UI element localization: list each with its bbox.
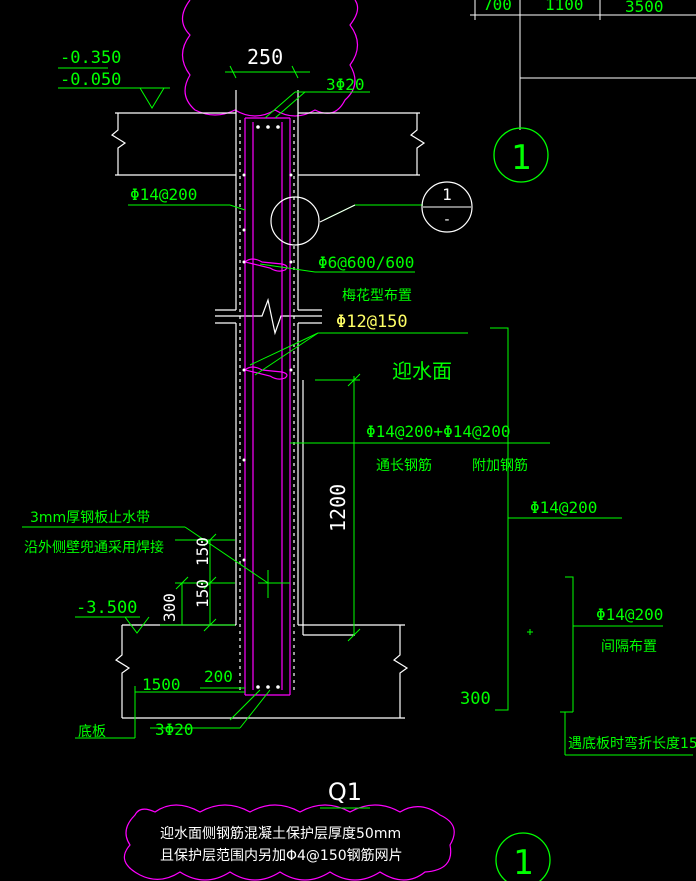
cloud-note-line-2: 且保护层范围内另加Φ4@150钢筋网片 [160, 847, 403, 864]
label-slab: 底板 [78, 724, 106, 740]
dim-300-left: 300 [160, 593, 179, 622]
label-tie: Φ6@600/600 [318, 253, 414, 272]
label-interval-bars: Φ14@200 [596, 605, 663, 624]
label-interval-note: 间隔布置 [601, 639, 657, 655]
detail-sheet: - [443, 212, 451, 228]
label-water-face: 迎水面 [392, 359, 452, 383]
dim-height: 1200 [326, 484, 350, 532]
note-waterstop-2: 沿外侧壁兜通采用焊接 [24, 539, 164, 556]
label-outer-right: Φ14@200 [530, 498, 597, 517]
drawing-title: Q1 [328, 778, 362, 806]
detail-leader [319, 204, 356, 223]
rebar-cage [243, 117, 291, 696]
label-top-bars: 3Φ20 [326, 75, 365, 94]
label-bend-note: 遇底板时弯折长度1500 [568, 735, 696, 752]
concrete-outline [110, 90, 426, 719]
detail-number: 1 [442, 185, 452, 204]
section-mark-circle-top [493, 127, 549, 183]
note-waterstop-1: 3mm厚钢板止水带 [30, 510, 150, 526]
level-top-2: -0.050 [60, 70, 121, 90]
top-dim-1100: 1100 [545, 0, 584, 14]
revision-cloud-bottom [123, 804, 455, 881]
label-additional-bars: 附加钢筋 [472, 457, 528, 474]
label-through-bars: 通长钢筋 [376, 457, 432, 474]
dim-300-right: 300 [460, 689, 491, 709]
rebar-dots [242, 125, 293, 689]
section-mark-circle-bottom [495, 832, 551, 881]
revision-cloud-top [181, 0, 359, 117]
cloud-note-line-1: 迎水面侧钢筋混凝土保护层厚度50mm [160, 825, 401, 842]
label-bottom-bars: 3Φ20 [155, 720, 194, 739]
section-mark-label-bottom: 1 [513, 843, 533, 881]
leader-lines [22, 65, 693, 809]
dim-150-b: 150 [193, 579, 212, 608]
top-dim-700: 700 [483, 0, 512, 14]
level-bottom: -3.500 [76, 598, 137, 618]
top-right-grid [470, 0, 696, 130]
detail-bubble [421, 181, 473, 233]
label-inner-vertical: Φ12@150 [336, 312, 408, 332]
label-side-left: Φ14@200 [130, 185, 197, 204]
dim-1500: 1500 [142, 675, 181, 694]
label-tie-note: 梅花型布置 [342, 288, 412, 304]
section-mark-label-top: 1 [511, 138, 531, 178]
dim-150-a: 150 [193, 537, 212, 566]
label-outer-combo: Φ14@200+Φ14@200 [366, 422, 511, 441]
dim-200: 200 [204, 667, 233, 686]
top-dim-3500: 3500 [625, 0, 664, 16]
detail-zone-circle [270, 196, 320, 246]
level-top-1: -0.350 [60, 48, 121, 68]
dim-wall-thickness: 250 [247, 45, 283, 69]
